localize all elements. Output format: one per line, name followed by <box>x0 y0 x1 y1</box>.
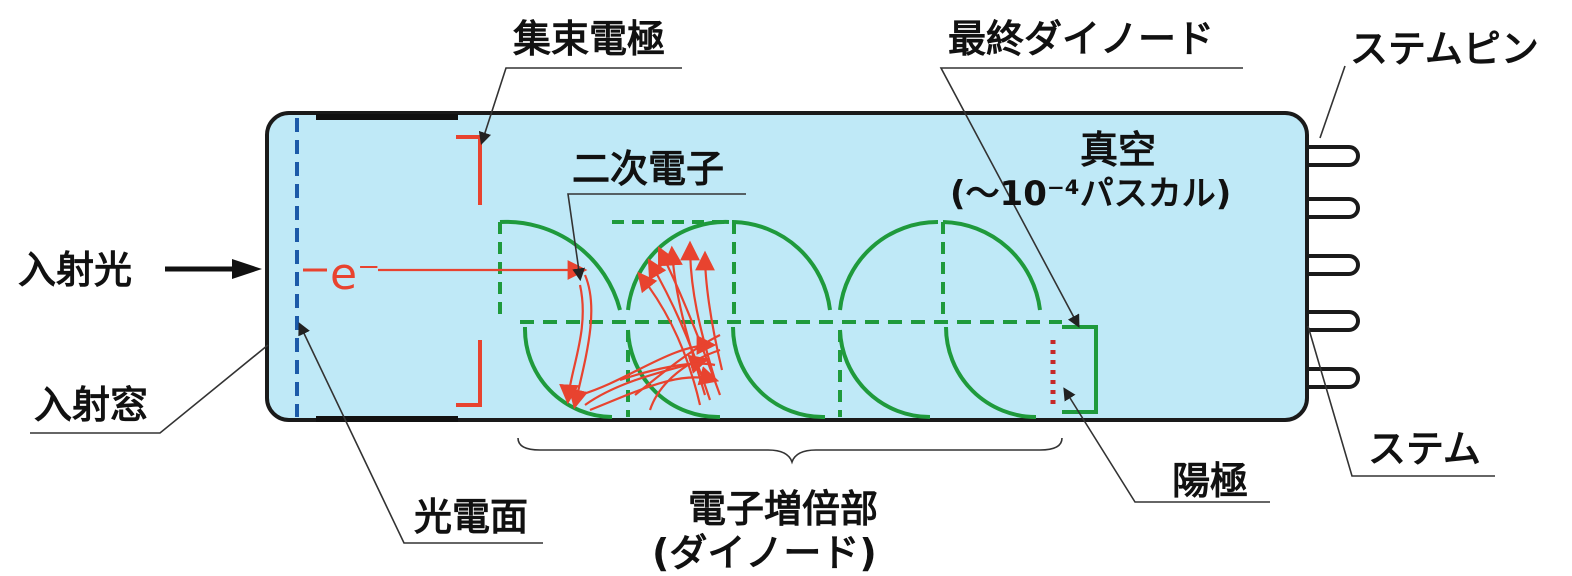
label-vacuum: 真空 <box>1080 128 1156 172</box>
label-stem: ステム <box>1368 427 1481 471</box>
stem-pin <box>1300 367 1360 389</box>
stem-pin <box>1300 254 1360 276</box>
stem-pins <box>1300 145 1360 389</box>
label-incident-window: 入射窓 <box>34 383 148 427</box>
label-electron: e⁻ <box>330 249 380 300</box>
dynode-2 <box>522 326 613 419</box>
label-secondary-electron: 二次電子 <box>572 147 724 191</box>
dynode-5 <box>733 220 832 311</box>
label-multiplier: 電子増倍部 <box>688 487 878 531</box>
dynode-brace <box>517 437 1063 465</box>
dynode-6 <box>731 326 826 420</box>
electron-path <box>303 240 724 412</box>
incident-light-arrow <box>165 259 262 279</box>
stem-pin <box>1300 310 1360 332</box>
dynode-4 <box>626 329 721 420</box>
label-stem-pin: ステムピン <box>1350 27 1539 71</box>
stem-pin <box>1300 145 1360 167</box>
label-vacuum-pressure: (〜10⁻⁴パスカル) <box>950 174 1231 214</box>
label-multiplier-sub: (ダイノード) <box>652 531 877 575</box>
dynode-last <box>944 326 1037 419</box>
dynode-9 <box>942 220 1042 311</box>
leader-lines <box>30 65 1495 544</box>
label-last-dynode: 最終ダイノード <box>948 17 1214 61</box>
label-incident-light: 入射光 <box>18 248 132 292</box>
dynode-3 <box>626 219 730 311</box>
label-photocathode: 光電面 <box>414 495 528 539</box>
dynode-8 <box>838 329 931 419</box>
label-focusing-electrode: 集束電極 <box>512 17 665 61</box>
stem-pin <box>1300 197 1360 219</box>
label-anode: 陽極 <box>1172 459 1248 503</box>
dynode-7 <box>838 219 939 311</box>
